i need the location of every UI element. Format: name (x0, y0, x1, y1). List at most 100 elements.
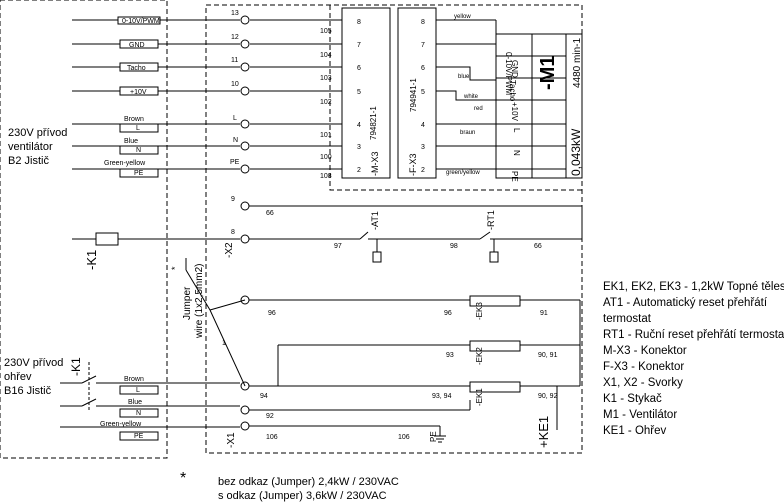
x2-name: -X2 (224, 242, 235, 258)
k1-coil (95, 232, 119, 246)
heat-color-blue: Blue (128, 399, 142, 406)
motor-name: -M1 (537, 56, 559, 90)
fx3-pin-3: 3 (421, 144, 425, 151)
motor-term-l: L (512, 128, 521, 133)
mx3-pin-7: 7 (357, 42, 361, 49)
term-n: N (233, 137, 238, 144)
term-l: L (233, 115, 237, 122)
mx3-pin-6: 6 (357, 65, 361, 72)
x2-term-9: 9 (231, 196, 235, 203)
motor-rpm: 4480 min-1 (572, 38, 583, 88)
wire-label-l: L (136, 125, 140, 132)
ke1-label: +KE1 (536, 416, 551, 448)
jumper-text-2: wire (1x2,5mm2) (194, 264, 205, 339)
x1-pe: PE (429, 431, 438, 442)
fx3-color-red: red (474, 106, 483, 112)
heat-label-n: N (136, 410, 141, 417)
heater-ek1-left: 93, 94 (432, 393, 452, 400)
supply-heat-line-2: ohřev (4, 371, 32, 383)
fx3-pin-6: 6 (421, 65, 425, 72)
supply-fan-line-1: 230V přívod (8, 127, 68, 139)
fx3-pin-2: 2 (421, 167, 425, 174)
jumper-star: * (170, 266, 180, 270)
term-13: 13 (231, 10, 239, 17)
wire-num-103: 103 (320, 75, 332, 82)
left-dashed-box (0, 0, 168, 459)
term-10: 10 (231, 81, 239, 88)
fx3-color-gy: green/yellow (446, 170, 480, 176)
heater-ek2: -EK2 (475, 347, 484, 365)
fx3-pin-4: 4 (421, 122, 425, 129)
fx3-pin-7: 7 (421, 42, 425, 49)
legend-line: EK1, EK2, EK3 - 1,2kW Topné těleso (603, 281, 784, 293)
heat-color-brown: Brown (124, 376, 144, 383)
wire-num-104: 104 (320, 52, 332, 59)
x1-name: -X1 (226, 432, 237, 448)
supply-heat-line-3: B16 Jistič (4, 385, 52, 397)
wire-num-102: 102 (320, 99, 332, 106)
legend: EK1, EK2, EK3 - 1,2kW Topné těleso AT1 -… (603, 279, 784, 439)
supply-fan-text: 230V přívod ventilátor B2 Jistič (8, 126, 67, 168)
jumper-text-1: Jumper (182, 286, 193, 320)
wire-92: 92 (266, 413, 274, 420)
wire-98: 98 (450, 243, 458, 250)
fx3-color-yellow: yellow (454, 14, 471, 20)
supply-heat-line-1: 230V přívod (4, 357, 64, 369)
wire-106-a: 106 (266, 434, 278, 441)
mx3-pin-4: 4 (357, 122, 361, 129)
wire-94: 94 (260, 393, 268, 400)
mx3-name: -M-X3 (370, 152, 380, 177)
wire-label-gnd: GND (129, 42, 145, 49)
fx3-name: -F-X3 (408, 154, 418, 177)
wire-97: 97 (334, 243, 342, 250)
supply-fan-line-3: B2 Jistič (8, 155, 49, 167)
jumper-pin-1: 1 (222, 340, 226, 347)
mx3-pin-8: 8 (357, 19, 361, 26)
heater-ek3-left: 96 (444, 310, 452, 317)
wire-label-n: N (136, 147, 141, 154)
motor-term-gnd: GND (510, 60, 519, 78)
legend-line: termostat (603, 313, 651, 325)
heater-ek2-right: 90, 91 (538, 352, 558, 359)
legend-line: K1 - Stykač (603, 393, 662, 405)
legend-line: KE1 - Ohřev (603, 425, 667, 437)
wire-color-brown: Brown (124, 116, 144, 123)
legend-line: M1 - Ventilátor (603, 409, 678, 421)
x2-term-8: 8 (231, 229, 235, 236)
wire-color-blue: Blue (124, 138, 138, 145)
rt1-label: -RT1 (486, 210, 496, 230)
supply-fan-line-2: ventilátor (8, 141, 53, 153)
fx3-color-white: white (463, 94, 479, 100)
motor-term-tacho: Tacho (508, 80, 517, 102)
heater-ek3-right: 91 (540, 310, 548, 317)
term-pe: PE (230, 159, 240, 166)
wire-color-gy: Green-yellow (104, 160, 146, 167)
wire-96-a: 96 (268, 310, 276, 317)
mx3-code: 794821-1 (369, 106, 378, 140)
heater-ek3: -EK3 (475, 302, 484, 320)
motor-power: 0,043kW (569, 128, 583, 176)
wire-label-pwm: 0-10V/PWM (122, 18, 160, 25)
wire-num-100: 100 (320, 154, 332, 161)
heater-ek1: -EK1 (475, 388, 484, 406)
wire-label-tacho: Tacho (127, 65, 146, 72)
motor-term-pwm: 0-10V/PWM (504, 52, 513, 95)
connector-fx3 (397, 7, 437, 179)
wire-106-b: 106 (398, 434, 410, 441)
wire-66-a: 66 (266, 210, 274, 217)
wire-label-pe: PE (134, 170, 144, 177)
mx3-pin-5: 5 (357, 89, 361, 96)
wire-num-105: 105 (320, 28, 332, 35)
heat-color-gy: Green-yellow (100, 421, 142, 428)
footnote-star: * (180, 470, 187, 487)
k1-contact-label: -K1 (69, 357, 83, 376)
term-12: 12 (231, 34, 239, 41)
fx3-color-braun: braun (460, 130, 475, 136)
at1-label: -AT1 (370, 211, 380, 230)
mx3-pin-3: 3 (357, 144, 361, 151)
footnote: bez odkaz (Jumper) 2,4kW / 230VAC s odka… (218, 475, 399, 503)
term-11: 11 (231, 57, 238, 64)
footnote-line-2: s odkaz (Jumper) 3,6kW / 230VAC (218, 490, 387, 502)
k1-coil-label: -K1 (84, 250, 99, 270)
